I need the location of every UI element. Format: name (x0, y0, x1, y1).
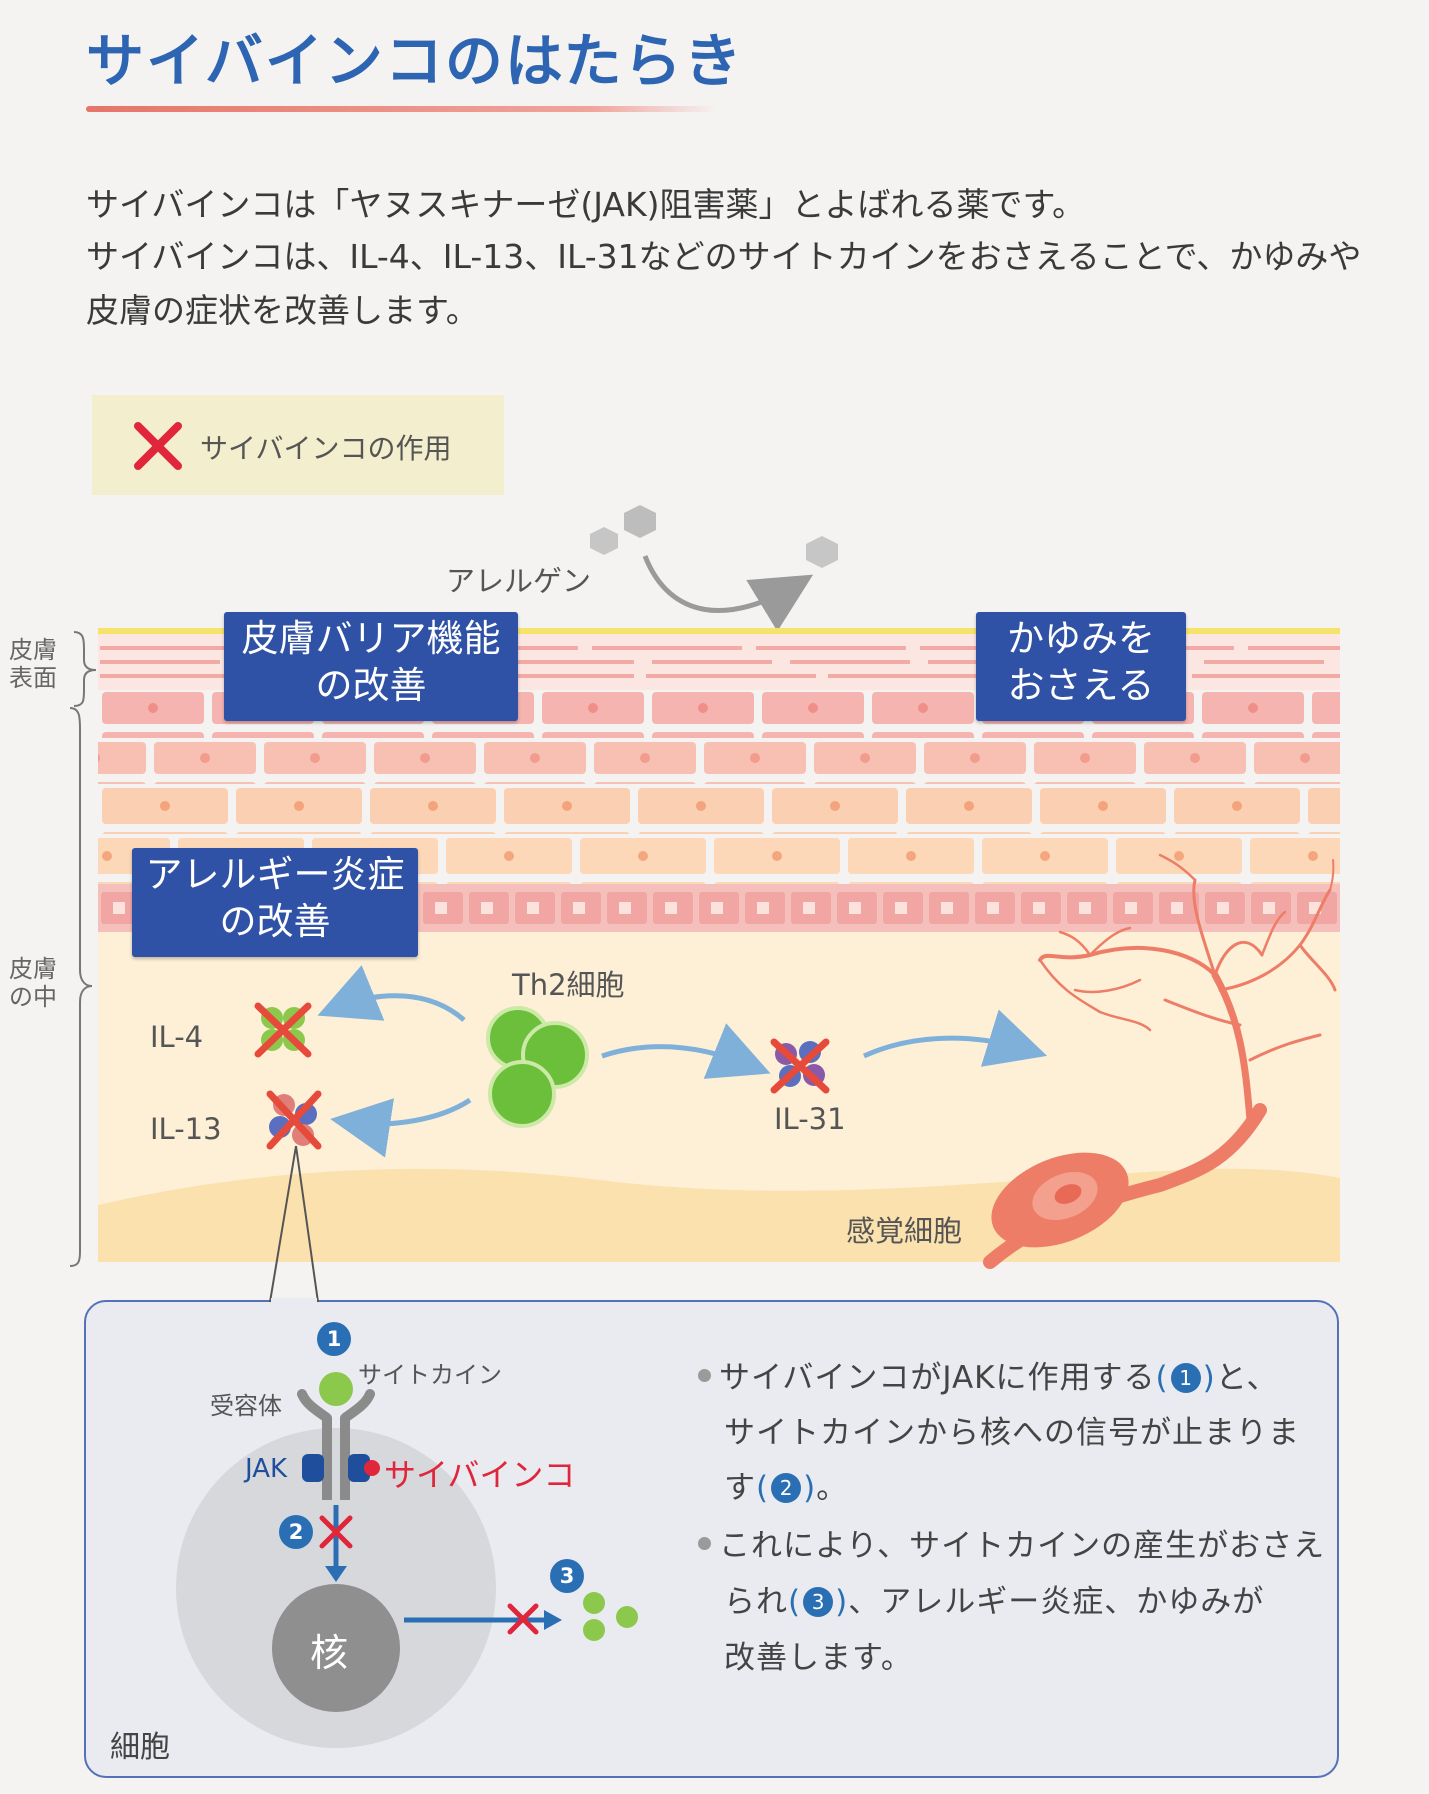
step-number-badge: 3 (803, 1587, 834, 1617)
arrow-to-il4 (317, 965, 466, 1022)
sensory-cell-label: 感覚細胞 (846, 1214, 963, 1248)
step-number-badge: 1 (1170, 1363, 1201, 1393)
note-2-line-3: 改善します。 (724, 1640, 913, 1676)
allergen-particle (590, 527, 618, 555)
cytokine-ball (319, 1372, 353, 1406)
note-1-line-1: サイバインコがJAKに作用する(1)と、 (698, 1352, 1279, 1397)
side-label-inner: 皮膚 の中 (9, 955, 57, 1011)
title-underline (86, 106, 718, 112)
callout-allergy: アレルギー炎症 の改善 (132, 848, 418, 957)
cytokine-label: サイトカイン (358, 1361, 502, 1389)
il4-label: IL-4 (150, 1020, 204, 1054)
step-number-2: 2 (279, 1515, 313, 1549)
drug-dot (364, 1460, 380, 1476)
cytokine-product (616, 1606, 638, 1628)
cell-mechanism-diagram (176, 1145, 638, 1748)
callout-barrier: 皮膚バリア機能 の改善 (224, 612, 518, 721)
nucleus (272, 1584, 400, 1712)
note-2-line-1: これにより、サイトカインの産生がおさえ (698, 1520, 1325, 1565)
allergen-arrow (642, 555, 814, 632)
note-1-line-2: サイトカインから核への信号が止まりま (724, 1415, 1300, 1451)
step-number-3: 3 (550, 1559, 584, 1593)
zoom-lines (269, 1145, 319, 1303)
receptor (297, 1389, 375, 1500)
allergen-particle (806, 536, 838, 568)
intro-line-2: サイバインコは、IL-4、IL-13、IL-31などのサイトカインをおさえること… (86, 237, 1362, 276)
note-1-line-3: す(2)。 (724, 1470, 849, 1506)
surface-brace (73, 631, 97, 707)
th2-cell-cluster (486, 1006, 589, 1128)
th2-label: Th2細胞 (512, 968, 625, 1002)
legend-label: サイバインコの作用 (200, 432, 452, 465)
jak-label: JAK (245, 1454, 288, 1484)
step-number-1: 1 (317, 1322, 351, 1356)
il31-cytokine (770, 1038, 830, 1094)
jak-block-left (302, 1454, 324, 1482)
page-title: サイバインコのはたらき (86, 27, 744, 95)
il31-label: IL-31 (774, 1102, 846, 1136)
il13-cytokine (266, 1090, 322, 1150)
step-number-badge: 2 (771, 1473, 802, 1503)
cell-label: 細胞 (110, 1730, 170, 1765)
callout-itch: かゆみを おさえる (976, 612, 1186, 721)
il13-label: IL-13 (150, 1112, 222, 1146)
intro-line-3: 皮膚の症状を改善します。 (86, 291, 479, 330)
note-2-line-2: られ(3)、アレルギー炎症、かゆみが (724, 1584, 1265, 1620)
red-x-icon (134, 422, 182, 470)
intro-line-1: サイバインコは「ヤヌスキナーゼ(JAK)阻害薬」とよばれる薬です。 (86, 185, 1086, 224)
jak-block-right (348, 1454, 370, 1482)
il4-cytokine (254, 1002, 312, 1058)
cytokine-product (583, 1592, 605, 1614)
arrow-to-nerve (862, 1009, 1048, 1067)
bullet-icon (698, 1369, 711, 1382)
receptor-label: 受容体 (210, 1392, 282, 1420)
arrow-to-il31 (601, 1023, 771, 1079)
cytokine-product (583, 1619, 605, 1641)
allergen-particle (624, 505, 656, 538)
side-label-surface: 皮膚 表面 (9, 636, 57, 692)
drug-label: サイバインコ (384, 1456, 576, 1494)
inner-brace (69, 707, 93, 1267)
nucleus-label: 核 (310, 1631, 349, 1675)
arrow-to-il13 (330, 1097, 472, 1158)
bullet-icon (698, 1537, 711, 1550)
allergen-label: アレルゲン (446, 564, 592, 598)
